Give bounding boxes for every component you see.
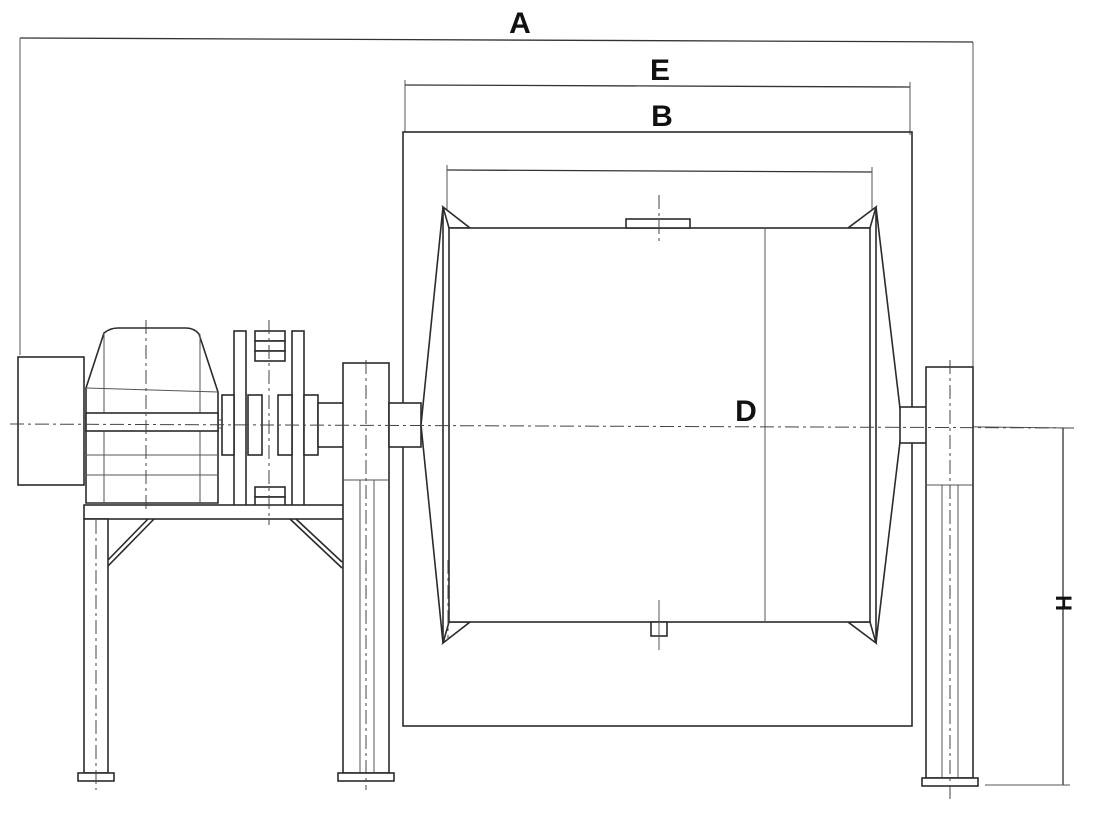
drum-shell: [448, 227, 871, 623]
mill-drum: [420, 204, 903, 650]
right-trunnion: [899, 406, 929, 444]
pulley-coupling: [221, 330, 345, 518]
dimension-d-top: [446, 165, 873, 212]
pulley-disc-left: [233, 330, 247, 518]
motor: [17, 327, 235, 504]
right-end-cone: [875, 206, 903, 644]
centerlines: [9, 195, 1076, 800]
label-e: E: [650, 54, 670, 87]
motor-end-cover: [17, 356, 85, 486]
feed-hatch: [625, 218, 691, 229]
label-a: A: [509, 7, 531, 40]
pulley-disc-right: [291, 330, 305, 518]
label-d: D: [735, 395, 757, 428]
label-b: B: [651, 100, 673, 133]
dimension-a: [19, 37, 974, 370]
motor-shaft: [85, 412, 219, 432]
label-h: H: [1051, 595, 1076, 611]
dimension-e: [404, 80, 911, 135]
drive-stand: [77, 504, 347, 782]
left-end-cone: [420, 206, 444, 644]
stand-top-plate: [83, 504, 347, 520]
